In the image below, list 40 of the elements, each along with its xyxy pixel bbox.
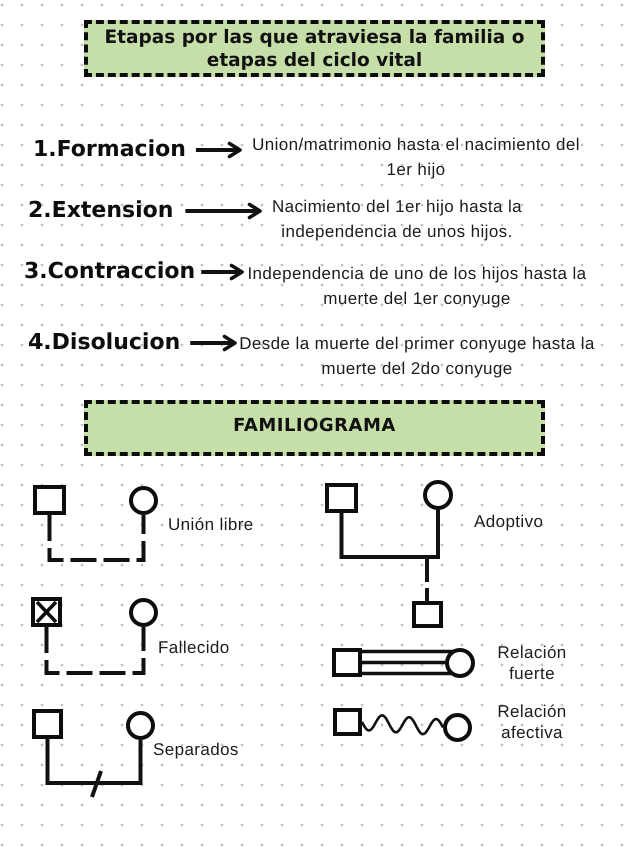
stage-description: Union/matrimonio hasta el nacimiento del 1er hijo bbox=[240, 132, 592, 182]
stage-description: Nacimiento del 1er hijo hasta la independencia de unos hijos. bbox=[260, 194, 534, 244]
couple-line bbox=[44, 627, 146, 675]
arrow bbox=[190, 334, 237, 352]
arrow bbox=[196, 142, 242, 158]
section-banner bbox=[84, 400, 545, 456]
arrow bbox=[185, 202, 262, 220]
circle-symbol bbox=[129, 486, 158, 515]
square-symbol bbox=[325, 483, 358, 513]
circle-symbol bbox=[423, 480, 453, 510]
symbol-caption: Fallecido bbox=[158, 637, 230, 658]
wavy-relation-line bbox=[360, 714, 444, 736]
square-symbol bbox=[412, 601, 443, 628]
circle-symbol bbox=[443, 713, 472, 742]
stage-name: 2.Extension bbox=[28, 197, 174, 225]
square-symbol bbox=[32, 709, 63, 739]
symbol-caption: Separados bbox=[153, 739, 239, 760]
symbol-caption: Relación afectiva bbox=[496, 701, 568, 743]
stage-description: Independencia de uno de los hijos hasta la muerte del 1er conyuge bbox=[242, 261, 592, 311]
symbol-caption: Adoptivo bbox=[474, 511, 544, 532]
circle-symbol bbox=[445, 648, 475, 678]
descent-line bbox=[425, 508, 440, 603]
square-symbol bbox=[333, 708, 362, 736]
couple-line bbox=[48, 515, 146, 562]
stage-name: 3.Contraccion bbox=[24, 258, 196, 286]
arrow bbox=[201, 264, 244, 280]
symbol-caption: Unión libre bbox=[168, 514, 254, 535]
stage-name: 1.Formacion bbox=[33, 136, 186, 164]
crossed-square-symbol bbox=[31, 597, 62, 627]
title-text: Etapas por las que atraviesa la familia o etapas del ciclo vital bbox=[104, 26, 526, 72]
stage-name: 4.Disolucion bbox=[28, 329, 180, 357]
title-banner bbox=[84, 20, 545, 77]
symbol-caption: Relación fuerte bbox=[496, 642, 568, 684]
separated-couple-line bbox=[46, 737, 142, 799]
stage-description: Desde la muerte del primer conyuge hasta la muerte del 2do conyuge bbox=[235, 331, 599, 381]
section-title: FAMILIOGRAMA bbox=[233, 414, 396, 436]
circle-symbol bbox=[129, 598, 158, 627]
square-symbol bbox=[332, 648, 362, 677]
square-symbol bbox=[33, 485, 66, 515]
circle-symbol bbox=[126, 711, 155, 740]
